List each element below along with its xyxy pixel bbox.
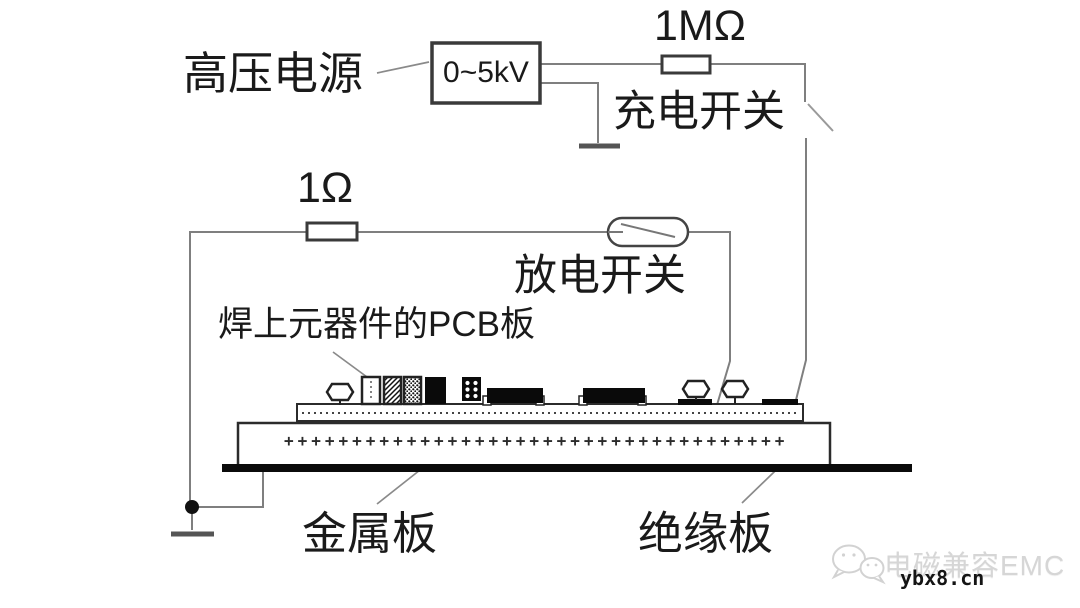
- charge-resistor-symbol: [660, 54, 712, 75]
- watermark-site: ybx8.cn: [900, 566, 985, 590]
- pcb-label: 焊上元器件的PCB板: [218, 305, 535, 344]
- component-ic-2: [578, 388, 647, 406]
- component-black-cap: [425, 377, 446, 404]
- component-checkered: [462, 377, 481, 401]
- hv-supply-label: 高压电源: [183, 48, 364, 99]
- metal-plate: [222, 464, 912, 472]
- wechat-icon: [831, 544, 886, 585]
- component-transistor-2: [681, 379, 711, 399]
- pcb-board: [296, 403, 804, 422]
- discharge-resistor-value: 1Ω: [297, 164, 354, 212]
- discharge-switch-label: 放电开关: [514, 252, 686, 300]
- wire-hv-to-charge-switch: [540, 63, 806, 102]
- hv-supply-box: [430, 41, 542, 105]
- component-speckled: [402, 375, 423, 406]
- leader-metal-label: [376, 469, 421, 505]
- component-transistor-3: [720, 379, 750, 399]
- component-hatched: [382, 375, 403, 406]
- watermark-brand: 电磁兼容EMC: [884, 550, 1066, 581]
- discharge-resistor-symbol: [305, 221, 359, 242]
- charge-switch-label: 充电开关: [613, 88, 785, 136]
- pcb-pad-1: [678, 399, 712, 405]
- charge-resistor-value: 1MΩ: [654, 2, 746, 50]
- insulator-charge-marks: +++++++++++++++++++++++++++++++++++++: [284, 431, 789, 450]
- leader-pcb-label: [332, 351, 368, 378]
- pcb-components: [325, 375, 798, 406]
- wire-capsule-to-pcb: [688, 231, 731, 406]
- component-ic-1: [482, 388, 545, 406]
- wire-hv-to-ground: [540, 82, 599, 143]
- junction-dot: [185, 500, 199, 514]
- pcb-pad-2: [762, 399, 798, 405]
- hv-box-value: 0~5kV: [443, 56, 529, 90]
- charge-switch-blade: [807, 103, 834, 132]
- wire-junction-to-plate: [192, 470, 264, 508]
- wire-discharge-loop: [189, 231, 608, 507]
- component-capacitor-white: [360, 375, 382, 406]
- discharge-switch-capsule: [606, 216, 690, 248]
- leader-hv-label: [376, 61, 430, 74]
- component-transistor-1-body: [325, 382, 355, 402]
- wire-charge-switch-lower: [794, 138, 807, 405]
- metal-plate-label: 金属板: [302, 508, 438, 559]
- insulator-plate-label: 绝缘板: [638, 508, 774, 559]
